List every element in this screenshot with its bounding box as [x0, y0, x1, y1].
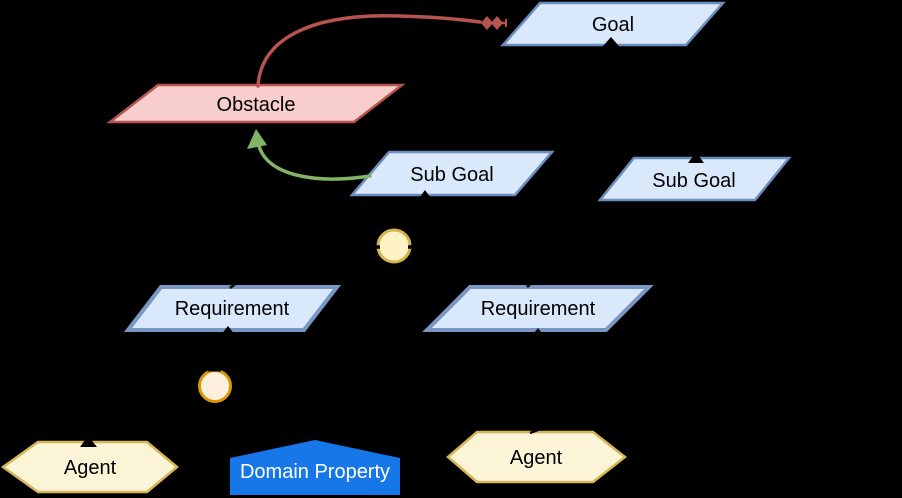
subgoal-right-top-notch [688, 152, 704, 163]
obstacle-shape[interactable] [106, 83, 406, 124]
requirement-right-top-notch [526, 275, 547, 288]
requirement-left-node[interactable]: Requirement [123, 285, 342, 332]
requirement-right-label: Requirement [481, 298, 596, 320]
agent-right-node[interactable]: Agent [446, 430, 628, 484]
agent-right-label: Agent [510, 447, 563, 469]
goal-bottom-notch [596, 37, 626, 54]
domain-property-shape[interactable] [230, 440, 400, 495]
subgoal-right-node[interactable]: Sub Goal [597, 156, 792, 202]
requirement-left-label: Requirement [175, 298, 290, 320]
requirement-left-shape[interactable] [123, 285, 342, 332]
subgoal-left-shape[interactable] [349, 150, 555, 197]
agent-right-shape[interactable] [446, 430, 628, 484]
agent-left-top-notch [80, 436, 97, 447]
agent-left-label: Agent [64, 457, 117, 479]
refinement-circle-upper[interactable] [376, 228, 412, 264]
obstruction-edge[interactable] [256, 14, 507, 88]
goal-node[interactable]: Goal [500, 1, 726, 47]
subgoal-left-bottom-notch [417, 190, 433, 201]
goal-label: Goal [592, 14, 634, 36]
requirement-right-shape[interactable] [422, 285, 654, 332]
goal-shape[interactable] [500, 1, 726, 47]
subgoal-right-shape[interactable] [597, 156, 792, 202]
subgoal-left-top-notch [495, 142, 509, 151]
resolution-edge[interactable] [247, 129, 372, 181]
obstacle-label: Obstacle [217, 94, 296, 116]
subgoal-left-label: Sub Goal [410, 164, 493, 186]
subgoal-right-label: Sub Goal [652, 170, 735, 192]
resolution-edge-line[interactable] [256, 139, 372, 181]
agent-left-shape[interactable] [0, 440, 179, 494]
obstruction-diamond-2 [491, 16, 503, 30]
resolution-arrowhead [247, 129, 267, 149]
refinement-circle-lower[interactable] [198, 369, 232, 403]
agent-right-top-notch [529, 426, 544, 435]
domain-property-node[interactable]: Domain Property [230, 440, 400, 495]
requirement-right-bottom-notch [531, 328, 545, 337]
obstacle-node[interactable]: Obstacle [106, 83, 406, 124]
obstruction-diamond-1 [481, 16, 493, 30]
requirement-left-top-notch [229, 276, 251, 289]
requirement-left-bottom-notch [220, 326, 236, 336]
obstruction-edge-line[interactable] [256, 14, 482, 88]
agent-left-node[interactable]: Agent [0, 440, 179, 494]
requirement-right-node[interactable]: Requirement [422, 285, 654, 332]
subgoal-left-node[interactable]: Sub Goal [349, 150, 555, 197]
domain-property-label: Domain Property [240, 461, 390, 483]
black-connector-notches [80, 37, 704, 447]
